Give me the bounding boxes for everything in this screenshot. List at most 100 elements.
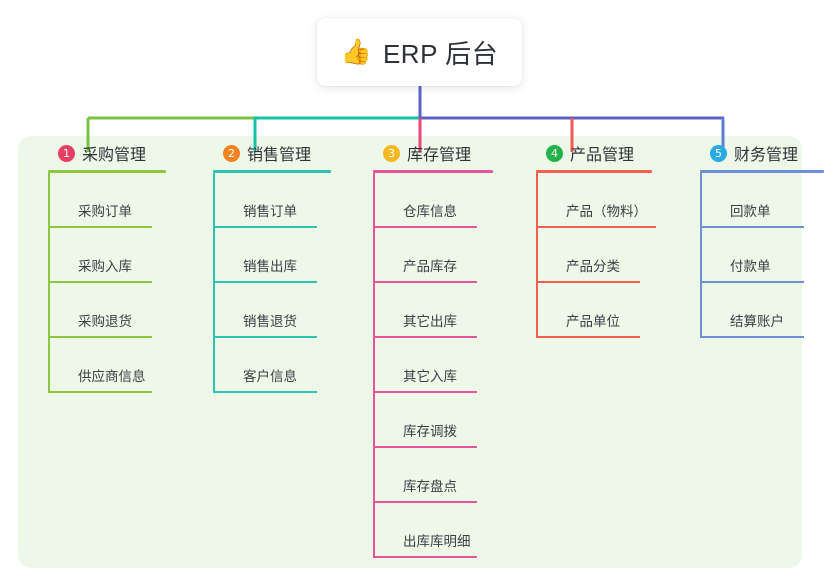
leaf-item[interactable]: 其它入库 xyxy=(373,338,523,393)
leaf-item[interactable]: 销售退货 xyxy=(213,283,363,338)
leaf-underline xyxy=(373,391,477,393)
leaf-underline xyxy=(213,281,317,283)
leaf-item[interactable]: 采购退货 xyxy=(48,283,198,338)
leaf-item[interactable]: 库存调拨 xyxy=(373,393,523,448)
leaf-label: 仓库信息 xyxy=(403,204,457,219)
leaf-item[interactable]: 销售出库 xyxy=(213,228,363,283)
leaf-underline xyxy=(213,391,317,393)
leaf-label: 付款单 xyxy=(730,259,771,274)
branch-column-4: 4 产品管理产品（物料） 产品分类产品单位 xyxy=(526,136,686,338)
branch-badge-3: 3 xyxy=(383,144,400,162)
branch-underline-3 xyxy=(373,170,493,173)
leaf-item[interactable]: 仓库信息 xyxy=(373,173,523,228)
leaf-item[interactable]: 结算账户 xyxy=(700,283,839,338)
leaf-item[interactable]: 其它出库 xyxy=(373,283,523,338)
leaf-list-4: 产品（物料） 产品分类产品单位 xyxy=(536,173,686,338)
branch-badge-1: 1 xyxy=(58,144,75,162)
root-title: ERP 后台 xyxy=(382,38,499,69)
leaf-list-2: 销售订单销售出库销售退货客户信息 xyxy=(213,173,363,393)
leaf-underline xyxy=(213,336,317,338)
branch-badge-2: 2 xyxy=(223,144,240,162)
leaf-item[interactable]: 客户信息 xyxy=(213,338,363,393)
branch-header-3[interactable]: 3 库存管理 xyxy=(363,136,523,170)
leaf-underline xyxy=(48,226,152,228)
leaf-label: 销售订单 xyxy=(243,204,297,219)
leaf-label: 采购订单 xyxy=(78,204,132,219)
branch-underline-5 xyxy=(700,170,824,173)
branch-title-5: 财务管理 xyxy=(734,147,799,164)
leaf-item[interactable]: 销售订单 xyxy=(213,173,363,228)
leaf-label: 供应商信息 xyxy=(78,369,146,384)
leaf-label: 结算账户 xyxy=(730,314,784,329)
leaf-label: 其它入库 xyxy=(403,369,457,384)
branch-spine-1 xyxy=(48,173,50,393)
leaf-list-3: 仓库信息产品库存其它出库其它入库库存调拨库存盘点出库库明细 xyxy=(373,173,523,558)
leaf-item[interactable]: 供应商信息 xyxy=(48,338,198,393)
branch-spine-3 xyxy=(373,173,375,558)
leaf-underline xyxy=(373,226,477,228)
leaf-underline xyxy=(700,336,804,338)
branch-column-3: 3 库存管理仓库信息产品库存其它出库其它入库库存调拨库存盘点出库库明细 xyxy=(363,136,523,558)
root-node[interactable]: 👍 ERP 后台 xyxy=(317,18,522,86)
leaf-underline xyxy=(536,336,640,338)
leaf-item[interactable]: 出库库明细 xyxy=(373,503,523,558)
branch-spine-4 xyxy=(536,173,538,338)
leaf-label: 其它出库 xyxy=(403,314,457,329)
branch-header-4[interactable]: 4 产品管理 xyxy=(526,136,686,170)
leaf-item[interactable]: 产品库存 xyxy=(373,228,523,283)
branch-column-2: 2 销售管理销售订单销售出库销售退货客户信息 xyxy=(203,136,363,393)
leaf-underline xyxy=(373,336,477,338)
leaf-label: 库存盘点 xyxy=(403,479,457,494)
leaf-item[interactable]: 回款单 xyxy=(700,173,839,228)
leaf-label: 销售退货 xyxy=(243,314,297,329)
leaf-item[interactable]: 产品单位 xyxy=(536,283,686,338)
leaf-label: 库存调拨 xyxy=(403,424,457,439)
leaf-underline xyxy=(373,556,477,558)
leaf-item[interactable]: 库存盘点 xyxy=(373,448,523,503)
leaf-label: 采购入库 xyxy=(78,259,132,274)
leaf-label: 客户信息 xyxy=(243,369,297,384)
branch-columns: 1 采购管理采购订单采购入库采购退货供应商信息 2 销售管理销售订单销售出库销售退货客… xyxy=(18,136,824,568)
leaf-item[interactable]: 产品（物料） xyxy=(536,173,686,228)
branch-column-1: 1 采购管理采购订单采购入库采购退货供应商信息 xyxy=(38,136,198,393)
leaf-underline xyxy=(213,226,317,228)
leaf-underline xyxy=(536,281,640,283)
leaf-underline xyxy=(373,501,477,503)
leaf-label: 产品（物料） xyxy=(566,204,647,219)
leaf-underline xyxy=(48,281,152,283)
leaf-underline xyxy=(536,226,656,228)
leaf-underline xyxy=(373,281,477,283)
branch-header-2[interactable]: 2 销售管理 xyxy=(203,136,363,170)
branch-underline-4 xyxy=(536,170,652,173)
branches-panel xyxy=(18,136,802,568)
thumbs-up-icon: 👍 xyxy=(340,37,372,66)
leaf-label: 出库库明细 xyxy=(403,534,471,549)
leaf-item[interactable]: 采购入库 xyxy=(48,228,198,283)
branch-title-3: 库存管理 xyxy=(407,147,472,164)
branch-spine-5 xyxy=(700,173,702,338)
leaf-underline xyxy=(48,391,152,393)
branch-title-2: 销售管理 xyxy=(247,147,312,164)
branch-title-4: 产品管理 xyxy=(570,147,635,164)
branch-underline-1 xyxy=(48,170,166,173)
leaf-label: 产品单位 xyxy=(566,314,620,329)
leaf-item[interactable]: 产品分类 xyxy=(536,228,686,283)
leaf-item[interactable]: 付款单 xyxy=(700,228,839,283)
branch-title-1: 采购管理 xyxy=(82,147,147,164)
leaf-list-1: 采购订单采购入库采购退货供应商信息 xyxy=(48,173,198,393)
leaf-underline xyxy=(373,446,477,448)
leaf-list-5: 回款单付款单结算账户 xyxy=(700,173,839,338)
leaf-label: 回款单 xyxy=(730,204,771,219)
leaf-underline xyxy=(700,226,804,228)
branch-underline-2 xyxy=(213,170,331,173)
leaf-underline xyxy=(48,336,152,338)
branch-badge-4: 4 xyxy=(546,144,563,162)
branch-header-1[interactable]: 1 采购管理 xyxy=(38,136,198,170)
leaf-item[interactable]: 采购订单 xyxy=(48,173,198,228)
leaf-label: 产品库存 xyxy=(403,259,457,274)
leaf-label: 采购退货 xyxy=(78,314,132,329)
leaf-label: 产品分类 xyxy=(566,259,620,274)
